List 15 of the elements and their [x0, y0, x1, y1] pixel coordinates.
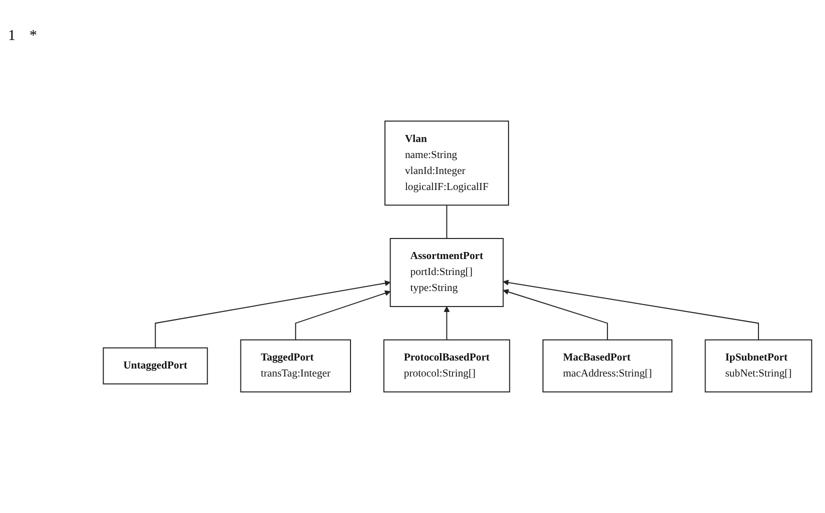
- node-box: AssortmentPort portId:String[] type:String: [390, 238, 504, 308]
- multiplicity-label: *: [30, 28, 37, 45]
- connector: [446, 204, 448, 239]
- arrow: [502, 280, 759, 340]
- node-box: MacBasedPort macAddress:String[]: [542, 339, 672, 392]
- node-box: IpSubnetPort subNet:String[]: [704, 339, 812, 392]
- node-box: Vlan name:String vlanId:Integer logicalIF:LogicalIF: [384, 120, 510, 206]
- arrow: [502, 289, 608, 340]
- node-box: TaggedPort transTag:Integer: [240, 339, 351, 392]
- arrow: [444, 306, 450, 340]
- multiplicity-label: 1: [8, 28, 16, 45]
- node-box: ProtocolBasedPort protocol:String[]: [383, 339, 510, 392]
- arrow: [295, 290, 391, 340]
- node-box: UntaggedPort: [102, 347, 208, 384]
- arrow: [154, 280, 391, 348]
